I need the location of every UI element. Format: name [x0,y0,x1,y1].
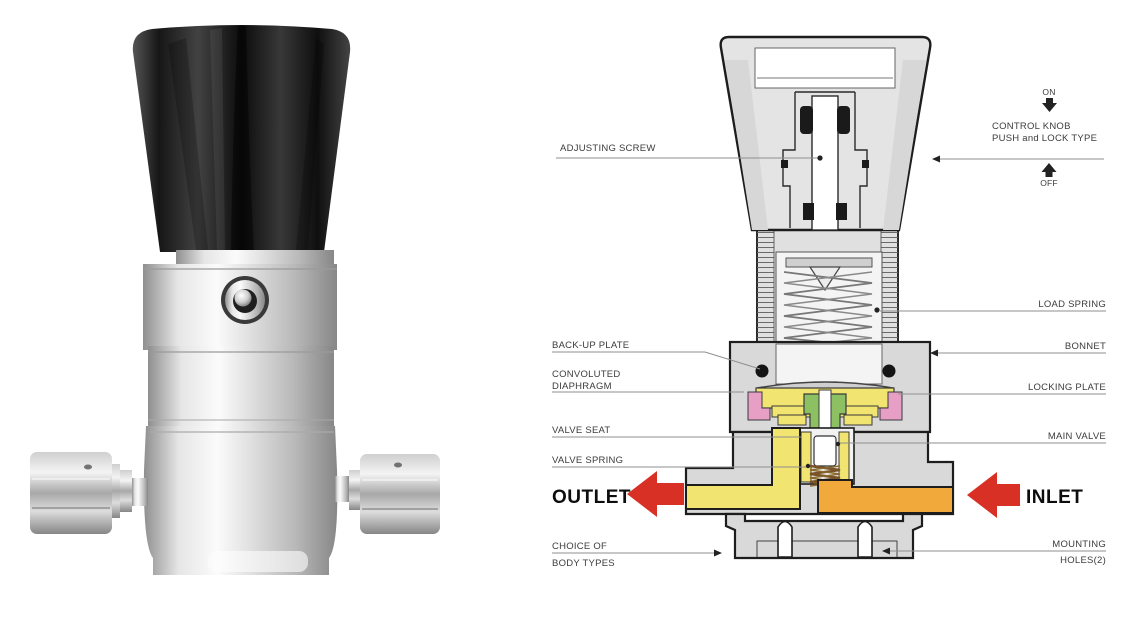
label-back-up-plate: BACK-UP PLATE [552,340,629,351]
label-adjusting-screw: ADJUSTING SCREW [560,143,656,154]
label-main-valve: MAIN VALVE [1048,431,1106,442]
photo-control-knob [132,25,351,252]
label-valve-spring: VALVE SPRING [552,455,623,466]
back-up-plate-dot-right [882,364,896,378]
label-convoluted-diaphragm-1: CONVOLUTED [552,369,620,380]
photo-right-fitting [335,454,440,534]
product-photo [30,25,440,575]
outlet-arrow-icon [627,471,684,517]
diaphragm-ring-left [777,414,807,426]
label-convoluted-diaphragm-2: DIAPHRAGM [552,381,612,392]
label-outlet: OUTLET [552,487,631,508]
inlet-passage [817,479,954,514]
label-on: ON [1042,87,1055,97]
diagram-diaphragm-assembly [747,364,903,439]
photo-left-fitting [30,452,148,534]
label-inlet: INLET [1026,487,1083,508]
label-choice-of-body-types-1: CHOICE OF [552,541,607,552]
main-valve-poppet [813,435,837,467]
on-arrow-down-icon [1042,98,1057,112]
photo-lower-body [143,426,338,575]
back-up-plate-dot-left [755,364,769,378]
diagram-load-spring [783,257,873,348]
convoluted-diaphragm-right [879,391,903,421]
label-control-knob-1: CONTROL KNOB [992,121,1071,132]
label-valve-seat: VALVE SEAT [552,425,610,436]
photo-label-sticker [208,551,308,572]
off-arrow-up-icon [1041,163,1057,177]
leader-lines [552,157,1106,554]
label-load-spring: LOAD SPRING [1038,299,1106,310]
label-off: OFF [1040,178,1058,188]
cross-section-diagram: ADJUSTING SCREW BACK-UP PLATE CONVOLUTED… [552,35,1106,569]
leader-terminals [714,155,940,557]
label-mounting-holes-1: MOUNTING [1052,539,1106,550]
label-mounting-holes-2: HOLES(2) [1060,555,1106,566]
diagram-base [724,512,924,560]
label-control-knob-2: PUSH and LOCK TYPE [992,133,1097,144]
outlet-passage [685,427,801,510]
convoluted-diaphragm-left [747,391,771,421]
mounting-hole-right [857,520,873,558]
adjusting-screw-shaft [811,95,839,231]
mounting-hole-left [777,520,793,558]
diagram-control-knob [719,35,932,232]
label-bonnet: BONNET [1065,341,1106,352]
photo-mid-body [148,346,334,426]
label-locking-plate: LOCKING PLATE [1028,382,1106,393]
label-choice-of-body-types-2: BODY TYPES [552,558,615,569]
inlet-arrow-icon [967,472,1020,518]
diagram-valve-cavity [795,427,855,488]
photo-set-screw [221,276,269,324]
diaphragm-ring-right [843,414,873,426]
